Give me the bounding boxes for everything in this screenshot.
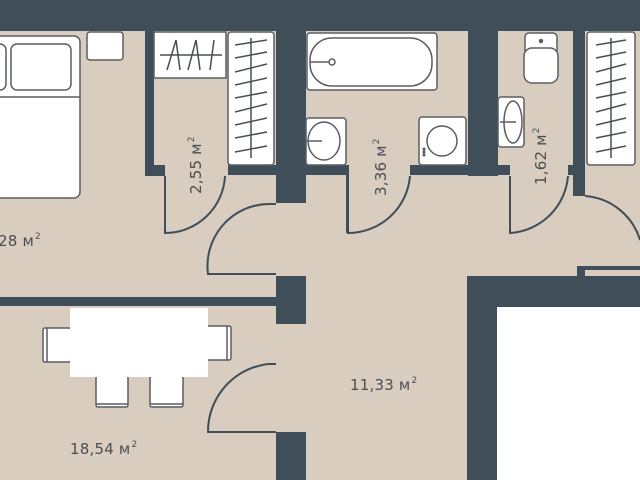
door-toilet (509, 175, 569, 235)
area-unit: м (532, 134, 550, 146)
wall-bath-toilet (468, 31, 498, 176)
wall-wardrobe-bottom-left (145, 165, 165, 176)
wall-right-horizontal (467, 276, 640, 307)
doors (164, 175, 640, 433)
toilet-flush-icon (538, 38, 544, 44)
wall-right-thin (585, 266, 640, 270)
area-value: 11,33 (350, 376, 394, 394)
area-unit-superscript: 2 (372, 138, 382, 145)
wall-toilet-right (573, 31, 585, 196)
hallway-hanging-clothes-icon (595, 38, 627, 158)
area-unit-superscript: 2 (532, 127, 542, 134)
nightstand (86, 31, 124, 61)
area-unit-superscript: 2 (187, 136, 197, 143)
door-hall-wardrobe (584, 195, 640, 241)
room-area-kitchen-living: 18,54 м2 (70, 440, 137, 458)
area-unit: м (372, 145, 390, 157)
dining-chair-bottom-1 (95, 375, 129, 408)
room-area-bathroom: 3,36 м2 (372, 138, 390, 196)
door-wardrobe (164, 175, 226, 235)
wall-wardrobe-left (145, 31, 154, 176)
wall-right-vertical (467, 276, 497, 480)
wall-wardrobe-bottom-right (228, 165, 278, 175)
area-unit: м (398, 376, 411, 394)
wall-toilet-right-stub (568, 165, 576, 175)
area-value: 2,55 (187, 159, 205, 194)
area-unit-superscript: 2 (411, 376, 418, 386)
dining-table (70, 308, 208, 377)
washing-machine-drum (426, 125, 458, 157)
area-unit: м (22, 232, 34, 250)
area-value: 3,36 (372, 161, 390, 196)
wall-right-stub (577, 266, 585, 278)
hanger-icon (160, 39, 222, 71)
wall-bath-bottom-left (306, 165, 348, 175)
door-bedroom (206, 203, 276, 275)
room-area-toilet: 1,62 м2 (532, 127, 550, 185)
area-unit-superscript: 2 (131, 440, 138, 450)
door-kitchen (206, 363, 276, 433)
area-value: 28 (0, 232, 18, 250)
area-value: 1,62 (532, 150, 550, 185)
wall-hall-pillar-bottom (276, 432, 306, 480)
wall-top (0, 0, 640, 31)
area-value: 18,54 (70, 440, 114, 458)
wall-bath-bottom-right (410, 165, 470, 175)
wall-wardrobe-bath (276, 31, 306, 203)
area-unit: м (118, 440, 131, 458)
door-bathroom (347, 175, 411, 235)
pillow-left (0, 43, 7, 91)
room-area-hallway: 11,33 м2 (350, 376, 417, 394)
furniture (0, 31, 636, 408)
dining-chair-bottom-2 (149, 375, 184, 408)
wall-hall-pillar-top (276, 276, 306, 324)
hanging-clothes-icon (234, 38, 268, 158)
room-area-wardrobe: 2,55 м2 (187, 136, 205, 194)
area-unit: м (187, 143, 205, 155)
wall-bedroom-kitchen (0, 297, 278, 306)
bathtub-drain-icon (328, 58, 336, 66)
room-area-bedroom: 28 м2 (0, 232, 41, 250)
area-unit-superscript: 2 (35, 232, 41, 242)
outside-area (497, 307, 640, 480)
pillow-right (10, 43, 72, 91)
wall-toilet-left-stub (498, 165, 510, 175)
toilet-bowl (523, 47, 559, 84)
